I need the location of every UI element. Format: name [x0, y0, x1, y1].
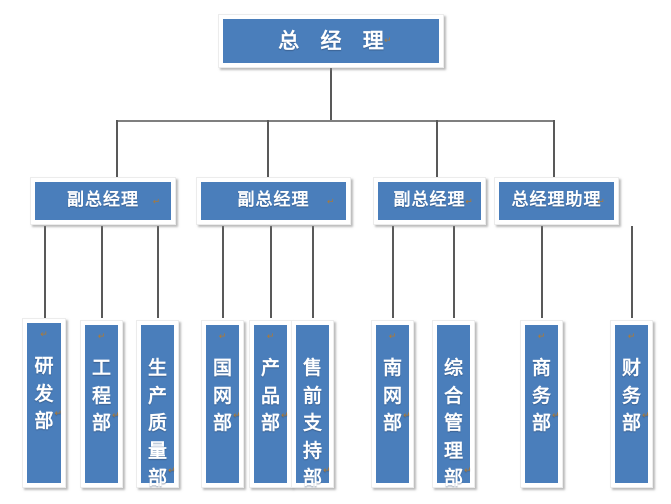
connector-vp1-to-dept1: [44, 226, 46, 318]
node-deputy-gm-2-label: 副总经理: [237, 190, 310, 211]
paragraph-mark-icon: ↵: [281, 411, 289, 422]
connector-level2-bus: [116, 120, 554, 122]
paragraph-mark-icon: ↵: [388, 332, 397, 342]
paragraph-mark-icon: ↵: [40, 330, 48, 340]
paragraph-mark-icon: ↵: [537, 332, 546, 342]
node-deputy-gm-3[interactable]: 副总经理 ↵: [373, 177, 486, 225]
connector-vp3-to-dept7: [392, 226, 394, 318]
node-dept-business[interactable]: ↵ 商务部↵: [520, 320, 563, 488]
paragraph-mark-icon: ↵: [464, 466, 472, 477]
node-general-manager-label: 总 经 理: [278, 28, 391, 53]
paragraph-mark-icon: ↵: [152, 197, 161, 208]
node-dept-rd-label: 研发部↵: [34, 355, 63, 433]
connector-bus-to-assistant: [553, 120, 555, 177]
node-dept-production-quality[interactable]: 生产质量部↵: [136, 320, 179, 489]
node-dept-southern-grid[interactable]: ↵ 南网部↵: [371, 320, 414, 488]
node-dept-business-label: 商务部↵: [531, 357, 560, 435]
connector-root-stem: [330, 68, 332, 122]
node-gm-assistant-label: 总经理助理: [511, 190, 602, 211]
node-dept-general-management-fill: 综合管理部↵: [437, 325, 472, 489]
connector-bus-to-vp1: [116, 120, 118, 177]
paragraph-mark-icon: ↵: [323, 466, 331, 477]
connector-assistant-to-dept9: [541, 226, 543, 318]
node-dept-production-quality-label: 生产质量部↵: [147, 357, 176, 490]
connector-vp2-to-dept5: [270, 226, 272, 318]
node-dept-presales-support-label: 售前支持部↵: [302, 357, 331, 490]
node-dept-state-grid-fill: ↵ 国网部↵: [206, 325, 241, 483]
paragraph-mark-icon: ↵: [403, 411, 411, 422]
connector-bus-to-vp3: [436, 120, 438, 177]
node-dept-general-management-label: 综合管理部↵: [443, 357, 472, 490]
connector-vp2-to-dept6: [312, 226, 314, 318]
node-dept-engineering[interactable]: ↵ 工程部↵: [80, 320, 123, 488]
paragraph-mark-icon: ↵: [233, 411, 241, 422]
paragraph-mark-icon: ↵: [552, 411, 560, 422]
node-dept-state-grid-label: 国网部↵: [212, 357, 241, 435]
node-deputy-gm-1-fill: 副总经理 ↵: [35, 182, 171, 220]
paragraph-mark-icon: ↵: [112, 411, 120, 422]
node-dept-presales-support[interactable]: 售前支持部↵: [291, 320, 334, 489]
connector-vp2-to-dept4: [222, 226, 224, 318]
connector-bus-to-vp2: [267, 120, 269, 177]
node-dept-state-grid[interactable]: ↵ 国网部↵: [201, 320, 244, 488]
paragraph-mark-icon: ↵: [642, 411, 650, 422]
node-general-manager-fill: 总 经 理 ↵: [223, 19, 439, 63]
node-deputy-gm-1[interactable]: 副总经理 ↵: [30, 177, 176, 225]
node-deputy-gm-2-fill: 副总经理 ↵: [201, 182, 346, 220]
node-gm-assistant[interactable]: 总经理助理 ↵: [494, 177, 619, 225]
node-deputy-gm-3-fill: 副总经理 ↵: [378, 182, 481, 220]
node-gm-assistant-fill: 总经理助理 ↵: [499, 182, 614, 220]
node-dept-presales-support-fill: 售前支持部↵: [296, 325, 331, 489]
node-dept-southern-grid-label: 南网部↵: [382, 357, 411, 435]
node-dept-finance[interactable]: ↵ 财务部↵: [610, 320, 653, 488]
paragraph-mark-icon: ↵: [168, 466, 176, 477]
paragraph-mark-icon: ↵: [97, 332, 106, 342]
node-dept-engineering-label: 工程部↵: [91, 357, 120, 435]
node-dept-rd-fill: ↵ 研发部↵: [27, 323, 63, 483]
connector-assistant-to-dept10: [631, 226, 633, 318]
node-dept-product-fill: ↵ 产品部↵: [254, 325, 289, 483]
node-deputy-gm-2[interactable]: 副总经理 ↵: [196, 177, 351, 225]
paragraph-mark-icon: ↵: [627, 332, 636, 342]
node-dept-finance-fill: ↵ 财务部↵: [615, 325, 650, 483]
node-deputy-gm-3-label: 副总经理: [393, 190, 466, 211]
node-dept-finance-label: 财务部↵: [621, 357, 650, 435]
node-dept-rd[interactable]: ↵ 研发部↵: [22, 318, 66, 488]
paragraph-mark-icon: ↵: [218, 332, 227, 342]
node-dept-product-label: 产品部↵: [260, 357, 289, 435]
node-general-manager[interactable]: 总 经 理 ↵: [218, 14, 444, 68]
paragraph-mark-icon: ↵: [465, 197, 473, 208]
node-dept-southern-grid-fill: ↵ 南网部↵: [376, 325, 411, 483]
connector-vp1-to-dept2: [101, 226, 103, 318]
node-deputy-gm-1-label: 副总经理: [67, 190, 139, 211]
node-dept-production-quality-fill: 生产质量部↵: [141, 325, 176, 489]
paragraph-mark-icon: ↵: [54, 409, 63, 420]
connector-vp3-to-dept8: [453, 226, 455, 318]
paragraph-mark-icon: ↵: [326, 197, 335, 208]
paragraph-mark-icon: ↵: [266, 332, 275, 342]
node-dept-business-fill: ↵ 商务部↵: [525, 325, 560, 483]
connector-vp1-to-dept3: [157, 226, 159, 318]
node-dept-engineering-fill: ↵ 工程部↵: [85, 325, 120, 483]
node-dept-product[interactable]: ↵ 产品部↵: [249, 320, 292, 488]
node-dept-general-management[interactable]: 综合管理部↵: [432, 320, 475, 489]
